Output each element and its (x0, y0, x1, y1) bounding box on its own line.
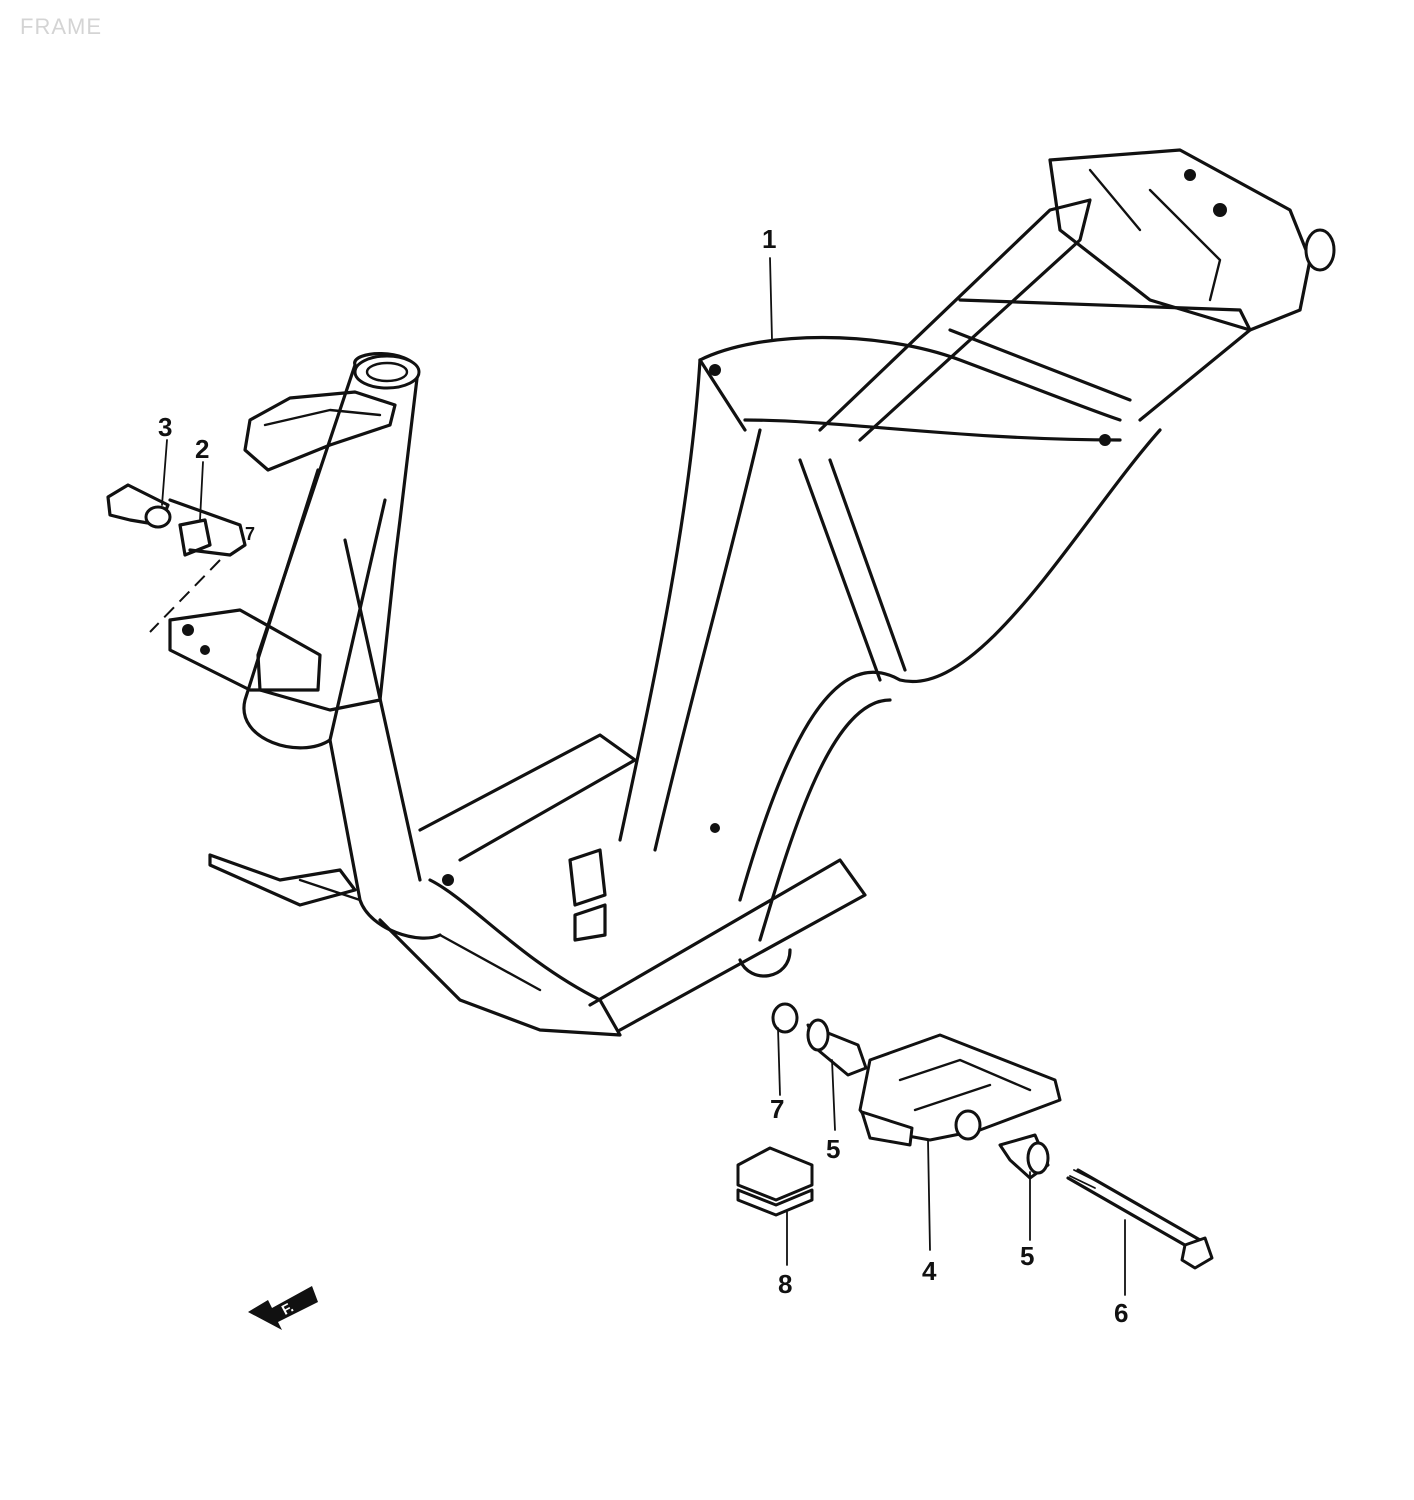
frame-body (168, 148, 1336, 1037)
swing-bracket-group (736, 1002, 1214, 1270)
part-2-clip (178, 518, 212, 557)
callout-8: 8 (778, 1269, 792, 1299)
part-6-bolt (1066, 1176, 1192, 1250)
part-3-nut (144, 505, 172, 529)
callout-6: 6 (1114, 1298, 1128, 1328)
callout-7-lower: 7 (770, 1094, 784, 1124)
part-8-rubber (736, 1146, 814, 1202)
forward-arrow-icon (248, 1286, 318, 1330)
callout-labels: 1 2 3 4 5 5 6 7 7 8 (158, 224, 1128, 1328)
assembly-guide-line (149, 559, 221, 633)
part-7-washer (771, 1002, 799, 1034)
page-title: FRAME (20, 14, 102, 39)
callout-4: 4 (922, 1256, 937, 1286)
callout-2: 2 (195, 434, 209, 464)
callout-5-upper: 5 (826, 1134, 840, 1164)
callout-5-lower: 5 (1020, 1241, 1034, 1271)
direction-arrow: F. (248, 1286, 318, 1330)
callout-7-upper: 7 (245, 524, 255, 544)
callout-3: 3 (158, 412, 172, 442)
bracket-group-top-left (106, 483, 247, 633)
leader-lines (161, 257, 1126, 1296)
callout-1: 1 (762, 224, 776, 254)
